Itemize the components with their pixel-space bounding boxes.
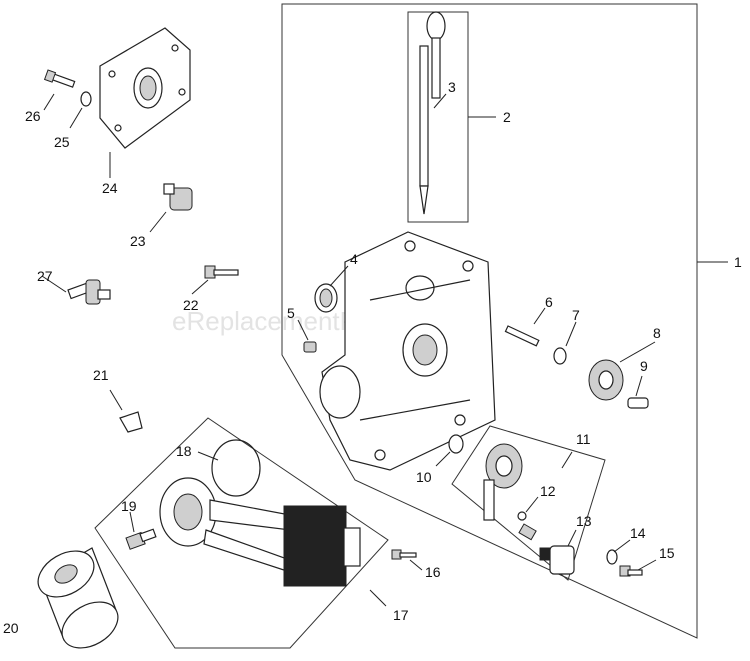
callout-23: 23 [130, 233, 146, 249]
callout-4: 4 [350, 251, 358, 267]
washer-part-14 [606, 549, 618, 565]
clip-part-21 [119, 411, 143, 433]
o-ring-part-18 [211, 439, 261, 497]
oil-seal-inner [319, 288, 333, 308]
pin-part-5 [303, 341, 317, 353]
oil-filter-part-20 [37, 547, 119, 649]
fitting-body-12 [518, 523, 537, 541]
callout-7: 7 [572, 307, 580, 323]
crankcase-housing [319, 231, 496, 471]
screw-part-26 [43, 69, 76, 88]
callout-13: 13 [576, 513, 592, 529]
washer-part-25 [80, 91, 92, 107]
callout-6: 6 [545, 294, 553, 310]
dipstick-part-3 [419, 11, 446, 215]
fitting-part-12 [517, 511, 527, 521]
governor-gear-part-11 [483, 443, 523, 521]
callout-1: 1 [734, 254, 742, 270]
callout-2: 2 [503, 109, 511, 125]
callout-17: 17 [393, 607, 409, 623]
callout-25: 25 [54, 134, 70, 150]
callout-22: 22 [183, 297, 199, 313]
callout-14: 14 [630, 525, 646, 541]
callout-27: 27 [37, 268, 53, 284]
callout-16: 16 [425, 564, 441, 580]
gear-part-8 [588, 359, 624, 401]
callout-9: 9 [640, 358, 648, 374]
callout-15: 15 [659, 545, 675, 561]
leader-lines [41, 93, 728, 607]
callout-21: 21 [93, 367, 109, 383]
callout-8: 8 [653, 325, 661, 341]
callout-19: 19 [121, 498, 137, 514]
sender-part-13 [539, 545, 575, 575]
callout-10: 10 [416, 469, 432, 485]
nipple-part-19 [125, 528, 157, 550]
callout-26: 26 [25, 108, 41, 124]
assembly-frame-17 [94, 417, 389, 649]
bolt-part-22 [204, 265, 239, 279]
callout-20: 20 [3, 620, 19, 636]
plate-part-24 [99, 27, 191, 149]
callout-12: 12 [540, 483, 556, 499]
assembly-frame-1 [281, 3, 698, 639]
o-ring-part-10 [448, 434, 464, 454]
pin-part-9 [627, 397, 649, 409]
shaft-part-6 [504, 325, 540, 347]
callout-labels: 1 2 3 4 5 6 7 8 9 10 11 12 13 14 15 16 1… [3, 79, 742, 636]
callout-18: 18 [176, 443, 192, 459]
callout-5: 5 [287, 305, 295, 321]
assembly-frame-11 [451, 425, 606, 581]
screw-part-16 [391, 549, 417, 560]
callout-3: 3 [448, 79, 456, 95]
elbow-fitting-part-27 [67, 279, 111, 305]
callout-11: 11 [576, 431, 591, 447]
callout-24: 24 [102, 180, 118, 196]
oil-cooler-part-17 [159, 477, 361, 587]
sensor-part-23 [163, 183, 193, 211]
washer-part-7 [553, 347, 567, 365]
screw-part-15 [619, 565, 643, 577]
